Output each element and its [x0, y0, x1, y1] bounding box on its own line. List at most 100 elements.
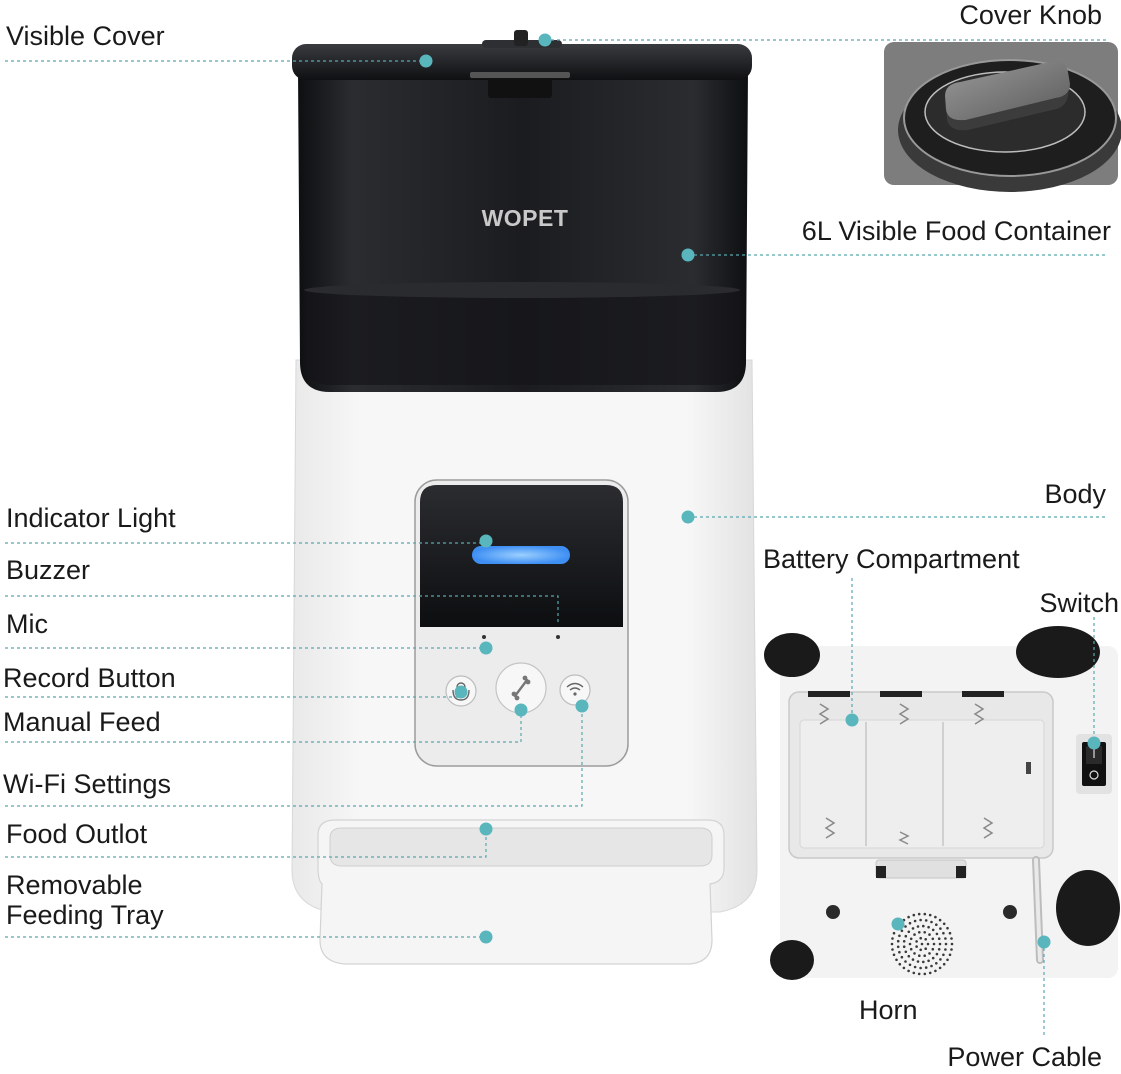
horn-hole — [904, 950, 908, 954]
horn-hole — [950, 942, 954, 946]
horn-hole — [948, 953, 952, 957]
horn-hole — [924, 966, 928, 969]
horn-hole — [892, 953, 896, 957]
bone-icon — [511, 675, 531, 701]
switch[interactable] — [1076, 734, 1112, 794]
horn-hole — [904, 925, 907, 928]
horn-hole — [902, 966, 906, 970]
horn-hole — [912, 971, 916, 975]
manual-feed-button[interactable] — [495, 662, 547, 714]
horn-hole — [931, 947, 935, 951]
horn-hole — [939, 927, 942, 930]
horn-hole — [938, 942, 942, 946]
indicator-light — [472, 546, 570, 564]
horn-hole — [924, 919, 928, 922]
horn-hole — [931, 956, 935, 960]
horn-hole — [931, 937, 935, 941]
horn-hole — [890, 942, 894, 946]
horn-hole — [911, 927, 915, 930]
horn-hole — [913, 933, 916, 936]
callout-lines — [5, 39, 1108, 1038]
horn-hole — [918, 954, 921, 957]
horn-hole — [891, 948, 894, 951]
mic-hole — [482, 635, 486, 639]
horn-hole — [898, 962, 902, 966]
horn-hole — [934, 915, 937, 919]
label-body: Body — [1044, 479, 1106, 509]
horn-hole — [922, 924, 925, 928]
brand-logo: WOPET — [482, 205, 569, 231]
horn-hole — [923, 954, 926, 957]
horn-hole — [902, 945, 906, 948]
horn-hole — [950, 948, 953, 951]
horn-hole — [913, 952, 916, 955]
label-switch: Switch — [1039, 588, 1119, 618]
horn-hole — [928, 933, 931, 936]
horn-hole — [923, 972, 927, 976]
horn-hole — [891, 937, 894, 940]
horn-hole — [900, 955, 904, 959]
horn-hole — [946, 958, 949, 962]
label-manual-feed: Manual Feed — [3, 707, 161, 737]
horn-hole — [919, 936, 922, 940]
horn-hole — [928, 952, 931, 955]
horn-hole — [892, 931, 896, 935]
horn-hole — [942, 962, 946, 966]
label-record-button: Record Button — [3, 663, 176, 693]
horn-hole — [917, 972, 921, 976]
visible-cover — [292, 44, 752, 98]
horn-hole — [924, 947, 927, 950]
food-container — [298, 70, 748, 392]
label-horn: Horn — [859, 995, 918, 1025]
horn-hole — [908, 942, 912, 946]
horn-hole — [927, 959, 930, 963]
horn-hole — [922, 960, 925, 964]
horn-hole — [907, 915, 910, 919]
horn-hole — [928, 971, 932, 975]
horn-hole — [920, 942, 924, 946]
buzzer-hole — [556, 635, 560, 639]
callout-dots — [419, 33, 1101, 949]
horn-hole — [931, 928, 935, 932]
label-visible-cover: Visible Cover — [6, 21, 165, 51]
label-battery-compartment: Battery Compartment — [763, 544, 1020, 574]
horn-hole — [938, 918, 942, 922]
horn-hole — [896, 939, 900, 943]
label-power-cable: Power Cable — [947, 1042, 1102, 1072]
horn-hole — [935, 952, 939, 956]
horn-hole — [913, 965, 917, 969]
horn-hole — [935, 962, 938, 965]
label-wifi-settings: Wi-Fi Settings — [3, 769, 172, 799]
wifi-settings-button[interactable] — [559, 674, 591, 706]
label-mic: Mic — [6, 609, 48, 639]
horn-hole — [919, 918, 922, 922]
horn-hole — [942, 922, 946, 926]
horn-hole — [916, 925, 920, 928]
horn-hole — [896, 945, 900, 949]
horn-hole — [898, 934, 901, 938]
horn-hole — [918, 931, 921, 934]
horn-hole — [911, 958, 915, 961]
horn-hole — [930, 964, 933, 968]
horn-hole — [944, 948, 947, 951]
horn-hole — [942, 931, 945, 935]
horn-hole — [909, 937, 913, 941]
horn-hole — [944, 937, 947, 940]
label-indicator-light: Indicator Light — [6, 503, 176, 533]
horn-hole — [912, 913, 916, 917]
horn-hole — [898, 950, 901, 954]
horn-hole — [915, 945, 918, 948]
horn-hole — [908, 963, 912, 967]
label-cover-knob: Cover Knob — [959, 0, 1102, 30]
horn-hole — [909, 947, 913, 951]
label-buzzer: Buzzer — [6, 555, 91, 585]
horn-hole — [937, 937, 941, 940]
horn-hole — [907, 969, 910, 973]
horn-hole — [948, 931, 952, 935]
horn-hole — [946, 926, 949, 930]
horn-hole — [915, 940, 918, 943]
horn-hole — [919, 966, 922, 970]
horn-hole — [934, 969, 937, 973]
